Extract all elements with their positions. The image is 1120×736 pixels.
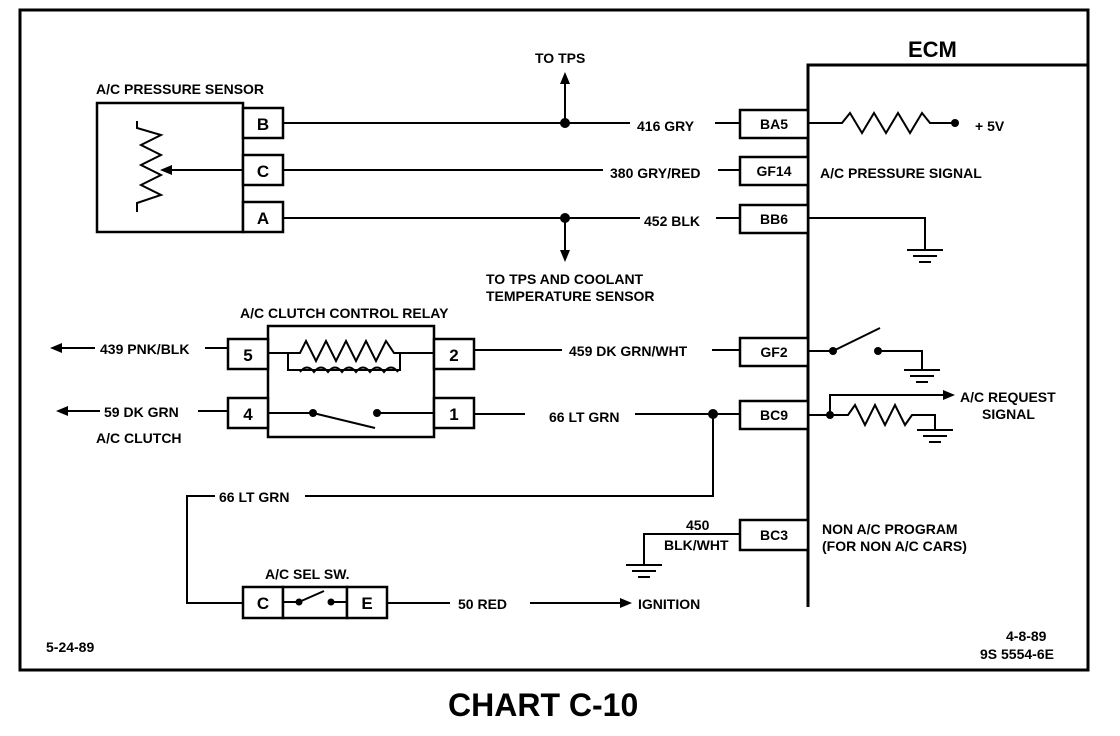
svg-text:BC9: BC9 xyxy=(760,407,788,423)
ecm-pin-ba5 xyxy=(738,108,810,140)
svg-text:450: 450 xyxy=(686,517,710,533)
to-tps-label: TO TPS xyxy=(535,50,585,66)
svg-text:BC3: BC3 xyxy=(760,527,788,543)
ecm-ground-bb6 xyxy=(808,217,943,263)
ecm-pin-bb6 xyxy=(738,203,810,235)
ecm-request-bc9: A/C REQUEST SIGNAL xyxy=(808,389,1056,443)
wire-50-red: 50 RED IGNITION xyxy=(387,596,700,612)
relay-pin-4 xyxy=(226,396,270,430)
sensor-pin-a xyxy=(241,200,285,234)
ecm-pins: BA5 GF14 BB6 GF2 BC9 BC3 xyxy=(738,108,810,552)
svg-text:380 GRY/RED: 380 GRY/RED xyxy=(610,165,701,181)
relay-pin-1 xyxy=(432,396,476,430)
svg-text:50 RED: 50 RED xyxy=(458,596,507,612)
relay-label: A/C CLUTCH CONTROL RELAY xyxy=(240,305,449,321)
svg-text:BLK/WHT: BLK/WHT xyxy=(664,537,729,553)
svg-text:4: 4 xyxy=(243,405,253,424)
svg-text:5: 5 xyxy=(243,346,252,365)
svg-text:+ 5V: + 5V xyxy=(975,118,1005,134)
svg-text:66 LT GRN: 66 LT GRN xyxy=(549,409,620,425)
svg-text:A: A xyxy=(257,209,269,228)
ecm-pin-gf2 xyxy=(738,336,810,368)
wire-59-dk-grn: 59 DK GRN A/C CLUTCH xyxy=(56,404,228,446)
svg-text:66 LT GRN: 66 LT GRN xyxy=(219,489,290,505)
sensor-pin-b xyxy=(241,106,285,140)
ac-clutch-control-relay: A/C CLUTCH CONTROL RELAY 5 2 4 1 xyxy=(226,305,476,439)
wire-380-gry-red: 380 GRY/RED xyxy=(283,165,740,181)
ac-pressure-sensor: A/C PRESSURE SENSOR B C A xyxy=(95,81,285,234)
svg-text:A/C REQUEST: A/C REQUEST xyxy=(960,389,1056,405)
svg-text:TEMPERATURE SENSOR: TEMPERATURE SENSOR xyxy=(486,288,655,304)
svg-text:C: C xyxy=(257,162,269,181)
wire-459-dk-grn-wht: 459 DK GRN/WHT xyxy=(474,343,740,359)
wire-439-pnk-blk: 439 PNK/BLK xyxy=(50,341,228,357)
non-ac-program: NON A/C PROGRAM (FOR NON A/C CARS) xyxy=(822,521,967,554)
svg-text:(FOR NON A/C CARS): (FOR NON A/C CARS) xyxy=(822,538,967,554)
svg-text:C: C xyxy=(257,594,269,613)
ac-clutch-label: A/C CLUTCH xyxy=(96,430,182,446)
svg-text:SIGNAL: SIGNAL xyxy=(982,406,1035,422)
svg-text:GF2: GF2 xyxy=(760,344,787,360)
chart-title: CHART C-10 xyxy=(448,687,638,723)
svg-text:416 GRY: 416 GRY xyxy=(637,118,695,134)
ac-selector-switch: A/C SEL SW. C E xyxy=(241,566,389,620)
svg-text:E: E xyxy=(361,594,372,613)
ecm-5v-reference: + 5V xyxy=(808,111,1005,135)
ecm-pin-bc3 xyxy=(738,518,810,552)
doc-number: 9S 5554-6E xyxy=(980,646,1054,662)
diagram-frame xyxy=(18,8,1090,672)
relay-pin-2 xyxy=(432,337,476,371)
svg-text:GF14: GF14 xyxy=(756,163,791,179)
ignition-label: IGNITION xyxy=(638,596,700,612)
pressure-sensor-label: A/C PRESSURE SENSOR xyxy=(96,81,264,97)
pressure-signal-label: A/C PRESSURE SIGNAL xyxy=(820,165,982,181)
date-right: 4-8-89 xyxy=(1006,628,1047,644)
ecm-label: ECM xyxy=(908,37,957,62)
svg-text:BB6: BB6 xyxy=(760,211,788,227)
svg-text:2: 2 xyxy=(449,346,458,365)
ecm-switch-gf2 xyxy=(808,327,940,383)
selector-label: A/C SEL SW. xyxy=(265,566,350,582)
svg-text:59 DK GRN: 59 DK GRN xyxy=(104,404,179,420)
relay-pin-5 xyxy=(226,337,270,371)
to-tps-coolant-label: TO TPS AND COOLANT xyxy=(486,271,644,287)
svg-text:NON A/C PROGRAM: NON A/C PROGRAM xyxy=(822,521,958,537)
ecm-pin-gf14 xyxy=(738,155,810,187)
wire-66-lt-grn: 66 LT GRN 66 LT GRN xyxy=(186,409,740,604)
svg-text:BA5: BA5 xyxy=(760,116,788,132)
wire-416-gry: TO TPS 416 GRY xyxy=(283,50,740,134)
svg-text:439 PNK/BLK: 439 PNK/BLK xyxy=(100,341,189,357)
svg-text:459 DK GRN/WHT: 459 DK GRN/WHT xyxy=(569,343,688,359)
date-left: 5-24-89 xyxy=(46,639,94,655)
svg-text:452 BLK: 452 BLK xyxy=(644,213,700,229)
svg-text:B: B xyxy=(257,115,269,134)
wire-450-blk-wht: 450 BLK/WHT xyxy=(626,517,740,578)
wire-452-blk: 452 BLK TO TPS AND COOLANT TEMPERATURE S… xyxy=(283,213,740,304)
svg-text:1: 1 xyxy=(449,405,458,424)
